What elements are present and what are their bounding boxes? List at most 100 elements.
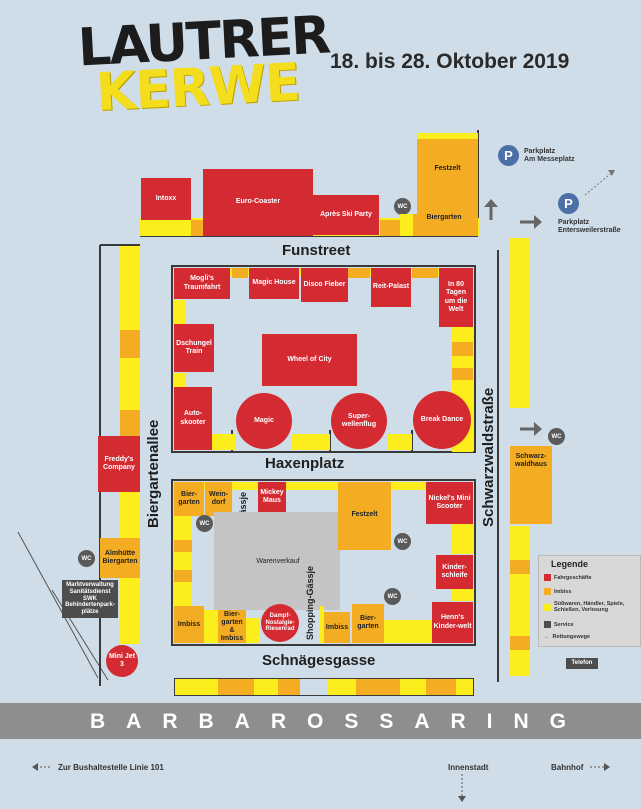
- imbiss-stand: [356, 679, 400, 695]
- wc-icon: WC: [394, 198, 411, 215]
- ride-moglis-traumfahrt[interactable]: Mogli's Traumfahrt: [174, 268, 230, 299]
- imbiss-stand: [174, 540, 192, 552]
- direction-bushaltestelle[interactable]: Zur Bushaltestelle Linie 101: [58, 763, 164, 772]
- warenverkauf-area[interactable]: [214, 512, 340, 610]
- stand: [400, 214, 413, 236]
- biergarten-b-bg[interactable]: [352, 604, 384, 643]
- imbiss-1-bg[interactable]: [174, 606, 204, 643]
- imbiss-stand: [174, 570, 192, 582]
- parking-messeplatz-line1: Parkplatz: [524, 148, 556, 155]
- imbiss-stand: [510, 636, 530, 650]
- ride-in-80-tagen[interactable]: In 80 Tagen um die Welt: [439, 268, 473, 327]
- ride-mini-jet-3[interactable]: Mini Jet 3: [106, 645, 138, 677]
- legend-title: Legende: [551, 559, 589, 569]
- path-line: [51, 589, 109, 681]
- imbiss-stand: [232, 268, 248, 278]
- parking-icon[interactable]: P: [558, 193, 579, 214]
- ride-dampf-nostalgie-riesenrad[interactable]: Dampf-Nostalgie-Riesenrad: [261, 604, 299, 642]
- imbiss-stand: [348, 268, 370, 278]
- legend-swatch: [544, 621, 551, 628]
- dotted-path: [584, 169, 616, 196]
- legend-swatch: [544, 574, 551, 581]
- legend-label: Service: [554, 621, 574, 628]
- ride-henns-kinderwelt[interactable]: Henn's Kinder-welt: [432, 602, 473, 643]
- road-barbarossaring: [0, 703, 641, 739]
- parking-enters-label: Parkplatz Entersweilerstraße: [558, 219, 621, 236]
- ride-superwellenflug[interactable]: Super-wellenflug: [331, 393, 387, 449]
- biergarten-b: Bier-garten: [357, 614, 379, 630]
- imbiss-stand: [191, 220, 203, 236]
- almhuette-bg[interactable]: [100, 538, 140, 578]
- biergarten-a: Bier-garten: [178, 490, 200, 506]
- ride-break-dance[interactable]: Break Dance: [413, 391, 471, 449]
- imbiss-2: Imbiss: [325, 623, 349, 631]
- stand-column: [510, 238, 530, 408]
- legend-row-imbiss: Imbiss: [544, 588, 571, 595]
- gap: [300, 679, 328, 695]
- ride-kinderschleife[interactable]: Kinder-schleife: [436, 555, 473, 589]
- arrow-down-icon: [458, 796, 466, 802]
- marktverwaltung: Marktverwaltung Sanitätsdienst SWK Behin…: [62, 580, 118, 618]
- imbiss-stand: [452, 342, 473, 356]
- warenverkauf: Warenverkauf: [256, 557, 300, 565]
- ride-dschungel-train[interactable]: Dschungel Train: [174, 324, 214, 372]
- direction-innenstadt[interactable]: Innenstadt: [448, 763, 489, 772]
- legend: Legende Fahrgeschäfte Imbiss Süßwaren, H…: [538, 555, 641, 647]
- parking-icon[interactable]: P: [498, 145, 519, 166]
- arrow-left-icon: ←: [544, 634, 550, 640]
- parking-enters-line1: Parkplatz: [558, 219, 590, 226]
- parking-messeplatz-label: Parkplatz Am Messeplatz: [524, 148, 575, 165]
- imbiss-2-bg[interactable]: [324, 612, 350, 643]
- direction-bahnhof[interactable]: Bahnhof: [551, 763, 584, 772]
- festzelt-mid-bg[interactable]: [338, 482, 391, 550]
- stand-column: [120, 578, 140, 644]
- imbiss-1: Imbiss: [177, 620, 201, 628]
- stand: [452, 589, 473, 601]
- ride-mickey-maus[interactable]: Mickey Maus: [258, 482, 286, 512]
- stand-column: [510, 526, 530, 676]
- street-haxenplatz: Haxenplatz: [265, 455, 345, 472]
- parking-messeplatz-line2: Am Messeplatz: [524, 156, 575, 164]
- arrow-right-icon: [534, 215, 542, 229]
- street-funstreet: Funstreet: [282, 242, 351, 259]
- ride-reit-palast[interactable]: Reit-Palast: [371, 268, 411, 307]
- weindorf-bg[interactable]: [205, 482, 232, 516]
- ride-euro-coaster[interactable]: Euro-Coaster: [203, 169, 313, 236]
- biergarten-top-bg: [413, 214, 478, 236]
- ride-intoxx[interactable]: Intoxx: [141, 178, 191, 220]
- biergarten-top[interactable]: Biergarten: [426, 213, 462, 221]
- legend-label: Imbiss: [554, 588, 572, 595]
- stand: [452, 524, 473, 554]
- imbiss-stand: [218, 679, 254, 695]
- stand: [204, 610, 218, 643]
- street-barbarossaring: BARBAROSSARING: [90, 710, 588, 733]
- ride-nickels-mini-scooter[interactable]: Nickel's Mini Scooter: [426, 482, 473, 524]
- schwarzwaldhaus-bg[interactable]: [510, 446, 552, 524]
- imbiss-stand: [452, 368, 473, 380]
- imbiss-stand: [426, 679, 456, 695]
- ride-autoskooter[interactable]: Auto-skooter: [174, 387, 212, 450]
- stand: [212, 434, 236, 450]
- imbiss-stand: [510, 560, 530, 574]
- ride-magic-house[interactable]: Magic House: [249, 268, 299, 299]
- path-line: [17, 531, 99, 679]
- stand: [320, 606, 324, 643]
- imbiss-stand: [278, 679, 300, 695]
- arrow-right-icon: [604, 763, 610, 771]
- biergarten-a-bg[interactable]: [174, 482, 204, 516]
- legend-row-suesswaren: Süßwaren, Händler, Spiele, Schießen, Ver…: [544, 601, 636, 613]
- biergarten-imbiss-bg[interactable]: [218, 610, 246, 643]
- stand: [174, 373, 186, 387]
- ride-magic[interactable]: Magic: [236, 393, 292, 449]
- ride-freddys-company[interactable]: Freddy's Company: [98, 436, 140, 492]
- ride-apres-ski-party[interactable]: Après Ski Party: [313, 195, 379, 235]
- wc-icon: WC: [196, 515, 213, 532]
- wc-icon: WC: [384, 588, 401, 605]
- weindorf: Wein-dorf: [209, 490, 228, 506]
- festzelt-top[interactable]: [417, 133, 478, 214]
- wc-icon: WC: [394, 533, 411, 550]
- event-date: 18. bis 28. Oktober 2019: [330, 50, 570, 73]
- ride-wheel-of-city[interactable]: Wheel of City: [262, 334, 357, 386]
- ride-disco-fieber[interactable]: Disco Fieber: [301, 268, 348, 302]
